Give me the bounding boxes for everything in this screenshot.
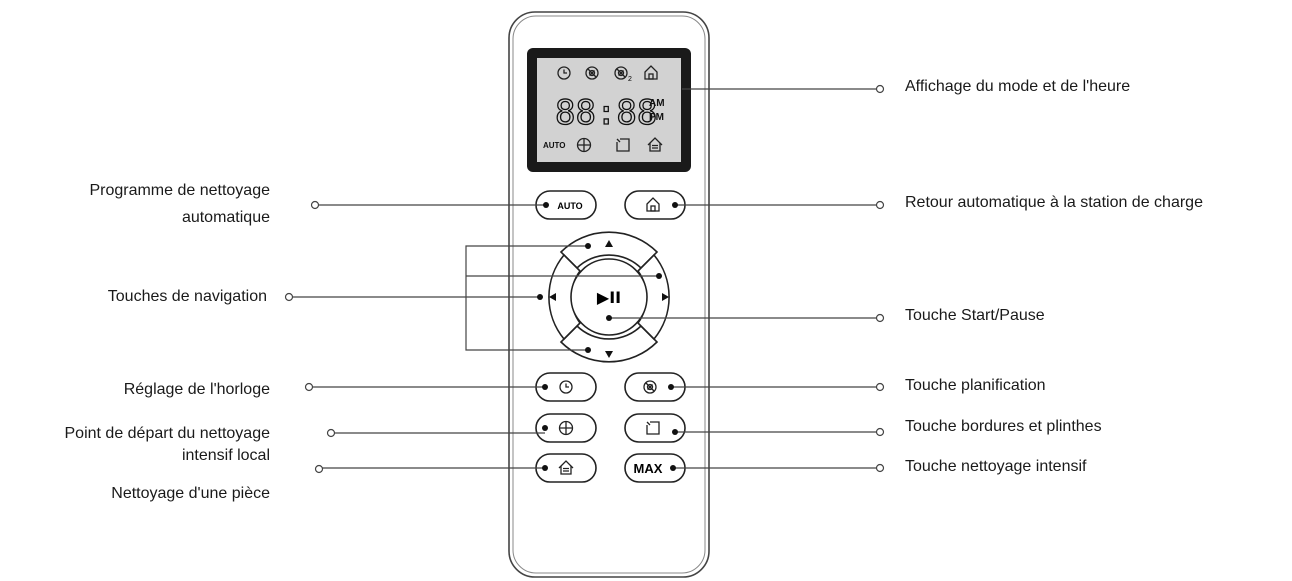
svg-text:2: 2 [628, 76, 632, 83]
play-pause-icon: ▶II [597, 288, 621, 307]
schedule-2-icon: 2 [614, 66, 632, 83]
label-navigation: Touches de navigation [107, 288, 267, 305]
label-max: Touche nettoyage intensif [905, 458, 1087, 475]
lcd-time: 88:88 [555, 93, 657, 133]
lcd-display: 2 88:88 AM PM AUTO [527, 48, 691, 172]
nav-down-button[interactable] [559, 324, 659, 363]
svg-text:MAX: MAX [634, 461, 663, 476]
svg-text:AUTO: AUTO [557, 201, 582, 211]
label-spot-2: intensif local [181, 447, 270, 464]
label-edge: Touche bordures et plinthes [905, 418, 1102, 435]
lcd-pm: PM [649, 112, 664, 123]
auto-button[interactable]: AUTO [535, 190, 597, 220]
label-start-pause: Touche Start/Pause [905, 307, 1045, 324]
arrow-right-icon [662, 293, 669, 301]
label-clock: Réglage de l'horloge [123, 381, 270, 398]
arrow-left-icon [549, 293, 556, 301]
nav-up-button[interactable] [559, 231, 659, 270]
lcd-am: AM [649, 98, 665, 109]
play-pause-button[interactable] [570, 258, 648, 336]
spot-icon [558, 420, 574, 436]
spot-icon [576, 137, 592, 153]
edge-button[interactable] [624, 413, 686, 443]
label-room: Nettoyage d'une pièce [111, 485, 270, 502]
label-schedule: Touche planification [905, 377, 1046, 394]
spot-button[interactable] [535, 413, 597, 443]
label-auto-program-2: automatique [181, 209, 270, 226]
max-button[interactable]: MAX [624, 453, 686, 483]
label-spot-1: Point de départ du nettoyage [64, 425, 271, 442]
callout-lines [284, 84, 885, 474]
label-auto-program-1: Programme de nettoyage [89, 182, 270, 199]
lcd-auto: AUTO [543, 141, 566, 150]
label-home: Retour automatique à la station de charg… [905, 194, 1203, 211]
arrow-up-icon [605, 240, 613, 247]
label-display: Affichage du mode et de l'heure [905, 78, 1131, 95]
arrow-down-icon [605, 351, 613, 358]
